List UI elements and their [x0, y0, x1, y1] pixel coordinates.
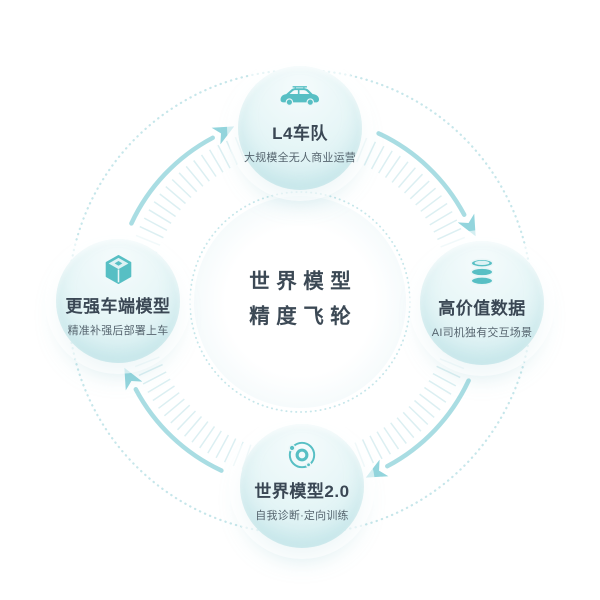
node-subtitle: 精准补强后部署上车: [67, 325, 169, 337]
node-subtitle: AI司机独有交互场景: [431, 327, 533, 339]
node-high-value-data: 高价值数据 AI司机独有交互场景: [420, 241, 544, 365]
node-title: 世界模型2.0: [254, 482, 350, 501]
node-subtitle: 自我诊断·定向训练: [255, 510, 349, 522]
node-stronger-onboard-model: 更强车端模型 精准补强后部署上车: [56, 239, 180, 363]
node-subtitle: 大规模全无人商业运营: [244, 152, 356, 164]
database-icon: [467, 255, 497, 288]
orbit-icon: [287, 438, 317, 471]
cube-icon: [104, 253, 133, 286]
node-title: L4车队: [272, 124, 328, 143]
center-label: 世界模型 精度飞轮: [180, 264, 420, 334]
node-title: 更强车端模型: [65, 297, 171, 316]
center-title-line1: 世界模型: [249, 270, 358, 293]
node-l4-fleet: L4车队 大规模全无人商业运营: [238, 66, 362, 190]
car-icon: [277, 80, 323, 113]
center-title-line2: 精度飞轮: [249, 305, 358, 328]
node-world-model-2: 世界模型2.0 自我诊断·定向训练: [240, 424, 364, 548]
node-title: 高价值数据: [438, 299, 526, 318]
